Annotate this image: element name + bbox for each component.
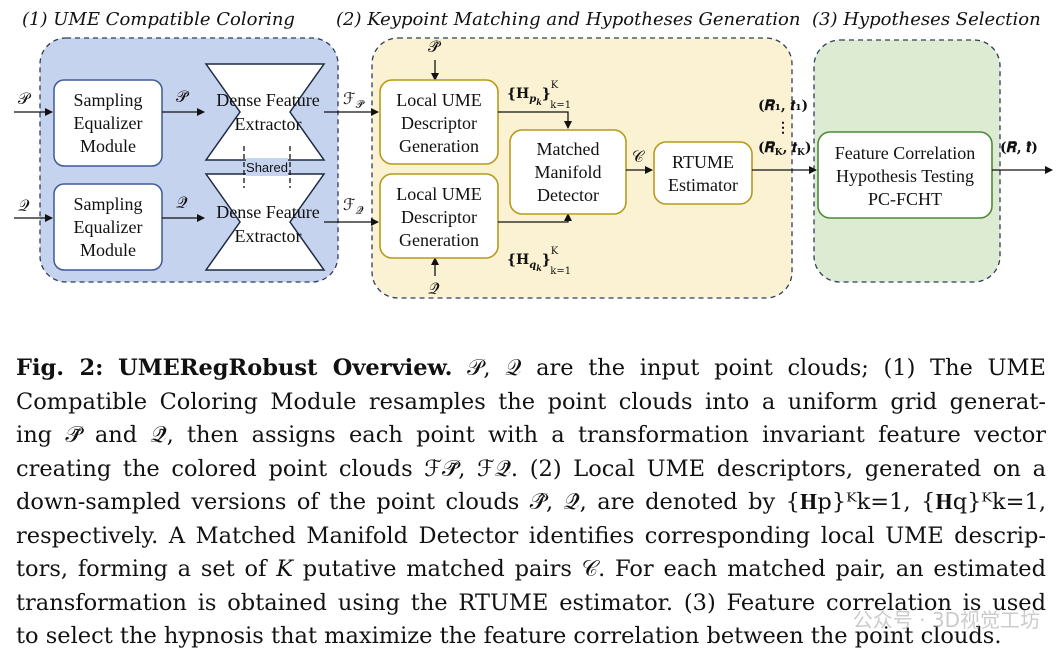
caption-line-9: to select the hypnosis that maximize the…	[16, 623, 1002, 649]
label-Q-hat: 𝒬̂	[428, 279, 440, 298]
shared-connector: Shared	[243, 146, 291, 188]
caption-line-6: respectively. A Matched Manifold Detecto…	[16, 522, 1046, 549]
sem-top-line1: Sampling	[73, 90, 142, 110]
figure-caption: Fig. 2: UMERegRobust Overview. 𝒫, 𝒬 are …	[16, 352, 1046, 654]
lume-bottom-line3: Generation	[399, 230, 479, 250]
mmd-line2: Manifold	[535, 162, 602, 182]
label-F-P: ℱ𝒫̃	[343, 89, 366, 111]
caption-line-1: Fig. 2: UMERegRobust Overview. 𝒫, 𝒬 are …	[16, 352, 1046, 386]
dfe-bottom-line2: Extractor	[235, 226, 302, 246]
sem-bottom-line1: Sampling	[73, 194, 142, 214]
label-output: (𝑹̂, 𝒕̂)	[1000, 140, 1038, 156]
dfe-bottom-line1: Dense Feature	[216, 202, 319, 222]
lume-top-box: Local UME Descriptor Generation	[379, 79, 499, 165]
dfe-top-line2: Extractor	[235, 114, 302, 134]
caption-fig-title: UMERegRobust Overview.	[118, 355, 453, 381]
section3-title: (3) Hypotheses Selection	[812, 9, 1041, 30]
lume-top-line2: Descriptor	[401, 113, 477, 133]
caption-fig-label: Fig. 2:	[16, 355, 104, 381]
section2-title: (2) Keypoint Matching and Hypotheses Gen…	[336, 9, 800, 30]
caption-line-3: ing 𝒫̃ and 𝒬̃, then assigns each point w…	[16, 422, 1046, 448]
caption-line-8: transformation is obtained using the RTU…	[16, 589, 1046, 616]
label-RKtK: (𝑹K, 𝒕K)	[758, 140, 812, 158]
fc-line2: Hypothesis Testing	[836, 166, 974, 186]
fc-line1: Feature Correlation	[835, 143, 975, 163]
lume-top-line1: Local UME	[396, 90, 481, 110]
sem-top-line2: Equalizer	[74, 113, 143, 133]
rtume-line2: Estimator	[668, 175, 738, 195]
label-Q-tilde: 𝒬̃	[176, 193, 188, 212]
dfe-top-line1: Dense Feature	[216, 90, 319, 110]
sem-bottom-line3: Module	[80, 240, 136, 260]
label-P-hat: 𝒫̂	[428, 37, 442, 56]
fc-box: Feature Correlation Hypothesis Testing P…	[817, 131, 993, 219]
lume-bottom-box: Local UME Descriptor Generation	[379, 173, 499, 259]
pipeline-diagram: (1) UME Compatible Coloring (2) Keypoint…	[14, 9, 1053, 299]
caption-text-1: 𝒫, 𝒬 are the input point clouds; (1) The…	[467, 355, 1046, 381]
caption-line-2: Compatible Coloring Module resamples the…	[16, 388, 1046, 415]
label-F-Q: ℱ𝒬̃	[343, 195, 364, 217]
mmd-line1: Matched	[537, 139, 600, 159]
shared-label: Shared	[246, 160, 288, 175]
mmd-line3: Detector	[537, 185, 599, 205]
mmd-box: Matched Manifold Detector	[509, 129, 627, 215]
lume-top-line3: Generation	[399, 136, 479, 156]
watermark: 公众号 · 3D视觉工坊	[852, 608, 1040, 632]
sem-bottom-box: Sampling Equalizer Module	[53, 183, 163, 271]
label-C: 𝒞	[632, 147, 645, 166]
sem-bottom-line2: Equalizer	[74, 217, 143, 237]
caption-line-4: creating the colored point clouds ℱ𝒫̃, ℱ…	[16, 455, 1046, 482]
caption-line-5: down-sampled versions of the point cloud…	[16, 489, 1046, 515]
section1-title: (1) UME Compatible Coloring	[22, 9, 295, 30]
input-Q-label: 𝒬	[18, 196, 30, 215]
arrow-lume-bottom-to-mmd	[498, 213, 572, 223]
fc-line3: PC-FCHT	[868, 189, 942, 209]
label-P-tilde: 𝒫̃	[176, 87, 190, 106]
rtume-line1: RTUME	[672, 152, 734, 172]
caption-line-7: tors, forming a set of 𝐾 putative matche…	[16, 556, 1046, 582]
input-P-label: 𝒫	[18, 89, 32, 108]
sem-top-box: Sampling Equalizer Module	[53, 79, 163, 167]
label-dots: ⋮	[776, 120, 790, 136]
lume-bottom-line2: Descriptor	[401, 207, 477, 227]
dfe-bottom-shape: Dense Feature Extractor	[204, 173, 326, 271]
dfe-top-shape: Dense Feature Extractor	[204, 63, 326, 161]
label-R1t1: (𝑹₁, 𝒕₁)	[758, 98, 808, 114]
sem-top-line3: Module	[80, 136, 136, 156]
lume-bottom-line1: Local UME	[396, 184, 481, 204]
arrow-lume-top-to-mmd	[498, 111, 572, 129]
rtume-box: RTUME Estimator	[653, 141, 753, 205]
